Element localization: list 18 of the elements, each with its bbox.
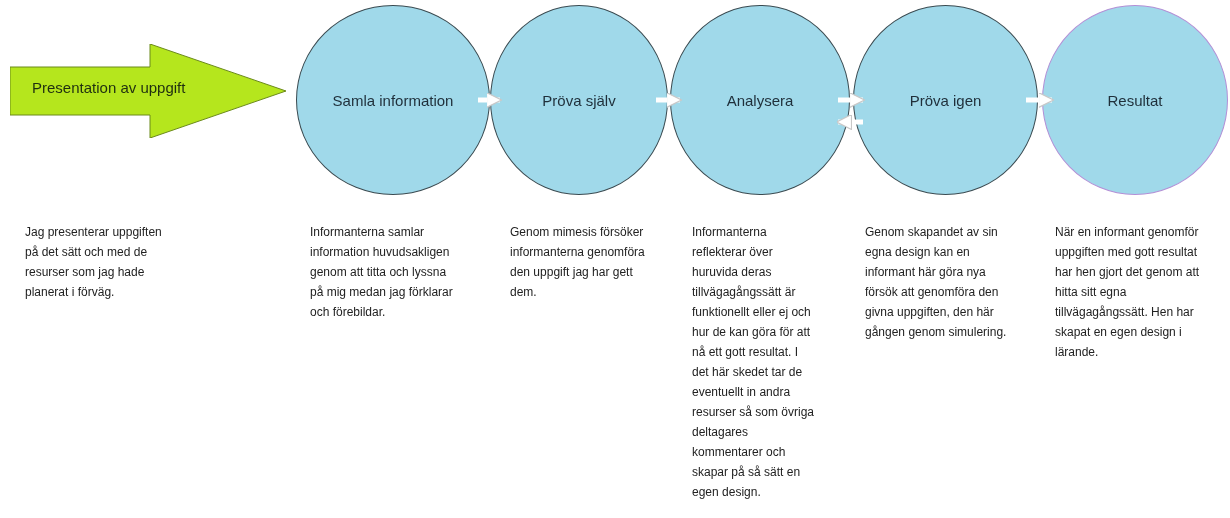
description-text: Informanterna samlar information huvudsakligen genom att titta och lyssna på mig medan jag förklarar och förebildar.	[310, 224, 454, 321]
node-label: Pröva igen	[909, 91, 982, 109]
node-label: Pröva själv	[542, 91, 616, 109]
arrow	[1026, 91, 1055, 109]
node-label: Resultat	[1107, 91, 1163, 109]
description-text: Jag presenterar uppgiften på det sätt och med de resurser som jag hade planerat i förväg.	[25, 224, 163, 301]
description-text: När en informant genomför uppgiften med gott resultat har hen gjort det genom att hitta sitt egna tillvägagångssätt. Hen har skapat en egen design i lärande.	[1055, 224, 1201, 361]
arrow	[835, 113, 863, 131]
arrow	[656, 91, 683, 109]
node-label: Samla information	[332, 91, 454, 109]
description-text: Genom skapandet av sin egna design kan en informant här göra nya försök att genomföra den givna uppgiften, den här gången genom simulering.	[865, 224, 1008, 341]
arrow	[838, 91, 866, 109]
arrow	[478, 91, 503, 109]
description-text: Genom mimesis försöker informanterna genomföra den uppgift jag har gett dem.	[510, 224, 645, 301]
block-arrow-shape	[10, 44, 286, 138]
node-label: Analysera	[726, 91, 794, 109]
node-label: Presentation av uppgift	[32, 79, 186, 96]
description-text: Informanterna reflekterar över huruvida deras tillvägagångssätt är funktionellt eller ej och hur de kan göra för att nå ett gott resultat. I det här skedet tar de eventuellt in andra resurser så som övriga deltagares kommentarer och skapar på så sätt en egen design.	[692, 224, 816, 501]
